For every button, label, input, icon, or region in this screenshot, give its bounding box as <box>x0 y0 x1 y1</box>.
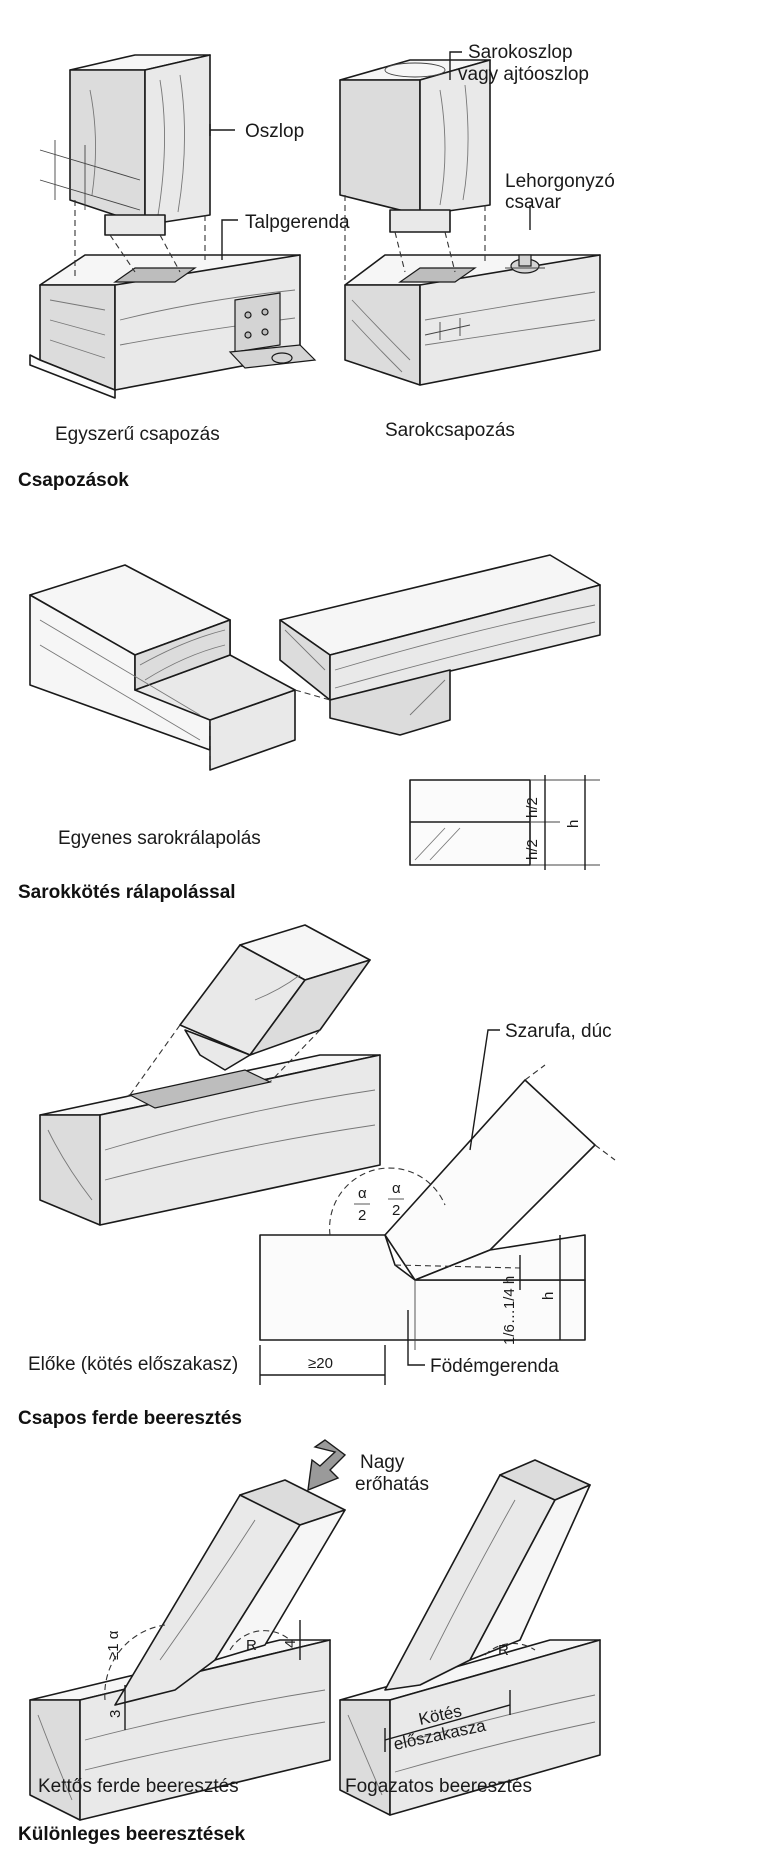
section-sarokkotes: h/2 h/2 h Egyenes sarokrálapolás Sarokkö… <box>18 554 601 903</box>
alpha-left-den: 2 <box>358 1207 366 1224</box>
dim-h: h <box>565 820 582 828</box>
heading-csapozasok: Csapozások <box>18 470 129 491</box>
toothed-joint: R <box>339 1459 601 1816</box>
label-oszlop: Oszlop <box>245 121 304 142</box>
right-sill-beam <box>344 254 601 386</box>
caption-egyenes-sarokralapolas: Egyenes sarokrálapolás <box>58 828 261 849</box>
lap-section-detail: h/2 h/2 h <box>409 775 600 870</box>
dim-h2-top: h/2 <box>524 797 541 818</box>
alpha-right-den: 2 <box>392 1202 400 1219</box>
dim-20: ≥20 <box>308 1355 333 1372</box>
label-lehorgonyzo-line1: Lehorgonyzó <box>505 171 615 192</box>
dim-4: 4 <box>282 1640 299 1648</box>
oblique-beam <box>39 1054 381 1226</box>
dim-r2: R <box>498 1642 509 1659</box>
force-arrow <box>307 1439 347 1492</box>
oblique-strut <box>129 924 371 1096</box>
left-post <box>39 54 211 280</box>
label-erohatas: erőhatás <box>355 1474 429 1495</box>
caption-kettos-ferde: Kettős ferde beeresztés <box>38 1776 239 1797</box>
heading-kulonleges: Különleges beeresztések <box>18 1824 245 1845</box>
section-kulonleges: 3 ≥1 α R 4 R Nagy erőhatás Köt <box>18 1439 601 1845</box>
leader-sarokoszlop <box>449 51 462 80</box>
section-csapozasok: Oszlop Talpgerenda Sarokoszlop vagy ajtó… <box>18 42 615 491</box>
dim-alpha: ≥1 α <box>105 1630 122 1660</box>
label-sarokoszlop-line2: vagy ajtóoszlop <box>458 64 589 85</box>
heading-sarokkotes: Sarokkötés rálapolással <box>18 882 236 903</box>
alpha-left: α <box>358 1185 367 1202</box>
label-talpgerenda: Talpgerenda <box>245 212 350 233</box>
leader-fodemgerenda <box>407 1310 425 1366</box>
caption-egyszeru-csapozas: Egyszerű csapozás <box>55 424 220 445</box>
label-eloke: Előke (kötés előszakasz) <box>28 1354 238 1375</box>
double-oblique-joint: 3 ≥1 α R 4 <box>29 1439 347 1821</box>
label-sarokoszlop-line1: Sarokoszlop <box>468 42 573 63</box>
dim-frac: 1/6…1/4 h <box>501 1276 518 1345</box>
dim-r1: R <box>246 1637 257 1654</box>
dim-3: 3 <box>107 1710 124 1718</box>
alpha-right: α <box>392 1180 401 1197</box>
caption-sarokcsapozas: Sarokcsapozás <box>385 420 515 441</box>
label-fodemgerenda: Födémgerenda <box>430 1356 559 1377</box>
caption-fogazatos: Fogazatos beeresztés <box>345 1776 532 1797</box>
lap-beam-right <box>279 554 601 736</box>
leader-szarufa <box>469 1029 500 1151</box>
left-sill-beam <box>29 254 317 399</box>
dim-h-3: h <box>540 1292 557 1300</box>
heading-csapos-ferde: Csapos ferde beeresztés <box>18 1408 242 1429</box>
label-szarufa: Szarufa, dúc <box>505 1021 612 1042</box>
right-corner-post <box>339 59 491 280</box>
oblique-elevation: α 2 α 2 1/6…1/4 h h ≥20 <box>259 1064 616 1385</box>
label-lehorgonyzo-line2: csavar <box>505 192 562 213</box>
leader-talpgerenda <box>221 219 238 260</box>
label-nagy: Nagy <box>360 1452 405 1473</box>
section-csapos-ferde: α 2 α 2 1/6…1/4 h h ≥20 Szarufa, dúc Elő… <box>18 924 616 1429</box>
dim-h2-bottom: h/2 <box>524 839 541 860</box>
lap-beam-left <box>29 564 296 771</box>
leader-oszlop <box>209 124 235 136</box>
